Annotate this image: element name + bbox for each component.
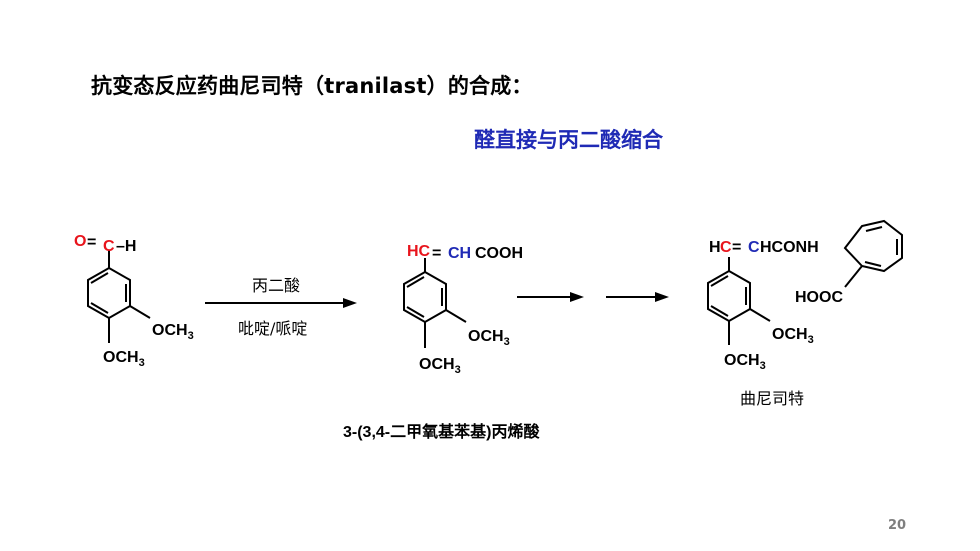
intermediate-methoxy-3-label: OCH3 [468,328,510,348]
product-amide: HCONH [760,239,819,256]
product-methoxy-4-label: OCH3 [724,352,766,372]
page-number: 20 [888,518,907,533]
intermediate-double-bond: = [432,245,441,262]
step-arrow-2-head [655,292,669,302]
reagent-malonic-acid: 丙二酸 [252,276,300,295]
product-methoxy-3-label: OCH3 [772,326,814,346]
reagent-pyridine-piperidine: 吡啶/哌啶 [238,319,307,338]
intermediate-name: 3-(3,4-二甲氧基苯基)丙烯酸 [343,422,540,441]
product-name: 曲尼司特 [740,389,804,408]
product-carboxyl: HOOC [795,289,843,306]
product-h-1: H [709,239,721,256]
intermediate-molecule [403,258,467,348]
intermediate-beta-carbon: CH [448,245,471,262]
product-molecule [707,219,903,345]
intermediate-carboxyl: COOH [475,245,523,262]
methoxy-3-label: OCH3 [152,322,194,342]
product-alpha-carbon: C [720,239,732,256]
reaction-arrow-head [343,298,357,308]
slide-title: 抗变态反应药曲尼司特（tranilast）的合成： [91,74,533,98]
aldehyde-hydrogen: –H [116,238,136,255]
intermediate-alpha-carbon: HC [407,243,431,260]
step-arrow-1-head [570,292,584,302]
methoxy-4-label: OCH3 [103,349,145,369]
product-double-bond: = [732,239,741,256]
slide-subtitle: 醛直接与丙二酸缩合 [474,128,663,152]
aldehyde-double-bond: = [87,234,96,251]
intermediate-methoxy-4-label: OCH3 [419,356,461,376]
aldehyde-oxygen: O [74,233,86,250]
product-beta-carbon: C [748,239,760,256]
reactant-molecule [87,250,151,343]
aldehyde-carbon: C [103,238,115,255]
